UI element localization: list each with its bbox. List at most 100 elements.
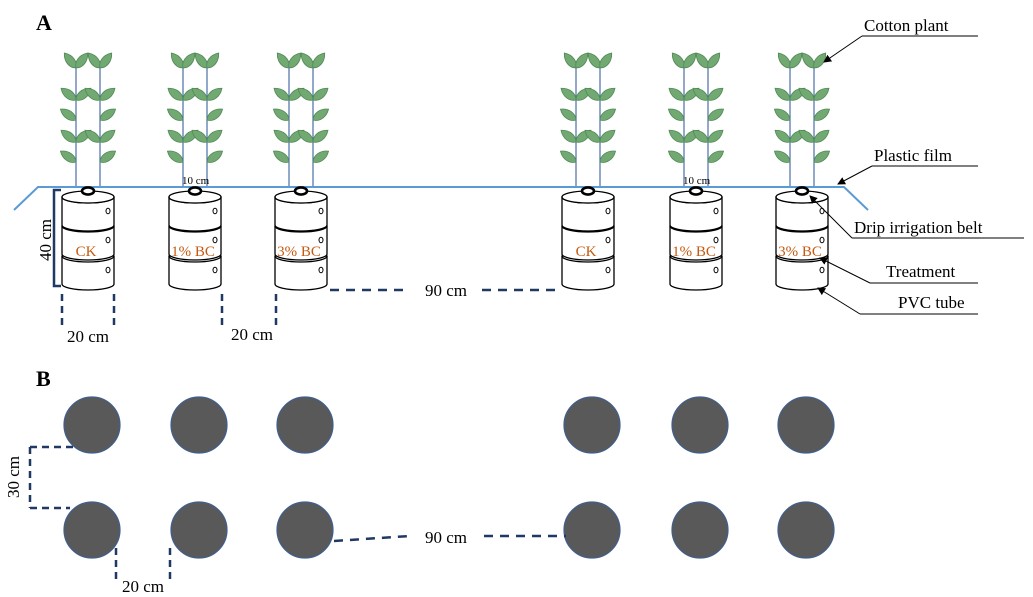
plant-leaf [599,108,617,121]
tube-hole [713,266,719,274]
tube-segment-rim [669,225,723,233]
pvc-tubes: CK 1% BC 3% BC CK 1% BC 3% BC [61,186,829,291]
plant-leaf [813,87,830,101]
plant-leaf [60,129,77,143]
tube-segment [61,225,115,261]
plant-leaf [560,129,577,143]
plant-leaf [167,87,184,101]
plant-leaf [692,87,709,101]
tube-position-circle [671,396,729,454]
plant-leaf [272,150,290,163]
tube-hole [819,236,825,244]
plant-leaf [813,150,831,163]
group-spacing-label-b: 90 cm [425,528,467,547]
plant-leaf [167,129,184,143]
treatment-label: 1% BC [672,244,716,260]
pvc-tube: 3% BC [775,186,829,291]
tube-hole [212,207,218,215]
plant-leaf [288,52,302,69]
tube-segment-rim [274,255,328,263]
treatment-label: CK [576,244,597,260]
pvc-tube: CK [561,186,615,291]
tube-segment-rim [61,255,115,263]
tube-segment [775,225,829,261]
plant-leaf [99,150,117,163]
plant-leaf [774,87,791,101]
plant-leaf [206,150,224,163]
plant-leaf [707,129,724,143]
tube-segment [561,255,615,291]
drip-emitter [794,186,810,196]
treatment-label: 3% BC [277,244,321,260]
plant-leaf [297,87,314,101]
tube-segment [168,225,222,261]
plant-leaf [84,129,101,143]
plant-leaf [707,108,725,121]
plant-leaf [59,150,77,163]
plant-leaf [560,87,577,101]
plant-leaf [297,129,314,143]
tube-segment-rim [561,255,615,263]
tube-hole [105,236,111,244]
tube-height-dimension: 40 cm [36,188,61,288]
plant-leaf [668,129,685,143]
plant-leaf [668,87,685,101]
plant-leaf [99,87,116,101]
b-tube-spacing-dimension: 20 cm [114,548,172,596]
tube-hole [605,236,611,244]
plant-leaf [166,108,184,121]
tube-segment [61,196,115,232]
b-tube-spacing-label: 20 cm [122,577,164,596]
tube-segment [274,196,328,232]
pvc-tube: 1% BC [168,186,222,291]
plant-leaf [599,87,616,101]
tube-hole [605,207,611,215]
tube-segment-rim [274,225,328,233]
plant-leaf [559,108,577,121]
plant-leaf [312,150,330,163]
callout-plastic-film: Plastic film [837,146,978,185]
plant-leaf [191,87,208,101]
group-spacing-dimension-b: 90 cm [333,528,566,547]
tube-hole [318,207,324,215]
tube-hole [212,266,218,274]
tube-position-circle [777,396,835,454]
callout-treatment-label: Treatment [886,262,956,281]
tube-segment [775,196,829,232]
plant-leaf [692,129,709,143]
tube-hole [105,207,111,215]
callout-plastic-film-label: Plastic film [874,146,952,165]
plant-leaf [773,108,791,121]
plant-leaf [60,87,77,101]
panel-b-label: B [36,366,51,391]
tube-position-circle [63,501,121,559]
plant-leaf [559,150,577,163]
plant-leaf [273,87,290,101]
callout-treatment: Treatment [819,257,978,284]
treatment-label: 3% BC [778,244,822,260]
cotton-plant [59,52,117,186]
tube-segment [775,255,829,291]
plant-leaf [99,108,117,121]
tube-segment [561,196,615,232]
plant-leaf [798,87,815,101]
plant-leaf [206,87,223,101]
tube-segment [61,255,115,291]
plant-leaf [312,52,326,69]
tube-segment [669,255,723,291]
callout-cotton-plant: Cotton plant [823,16,978,63]
tube-hole [819,266,825,274]
treatment-label: CK [76,244,97,260]
cotton-plant [667,52,725,186]
tube-spacing-dimension: 20 cm [220,294,278,344]
tube-hole [605,266,611,274]
cotton-plant [773,52,831,186]
tube-position-circle [276,501,334,559]
plant-leaf [813,108,831,121]
plant-leaf [707,150,725,163]
treatment-label: 1% BC [171,244,215,260]
tube-position-circle [170,396,228,454]
plant-leaf [312,129,329,143]
group-spacing-label-a: 90 cm [425,281,467,300]
plant-leaf [707,87,724,101]
